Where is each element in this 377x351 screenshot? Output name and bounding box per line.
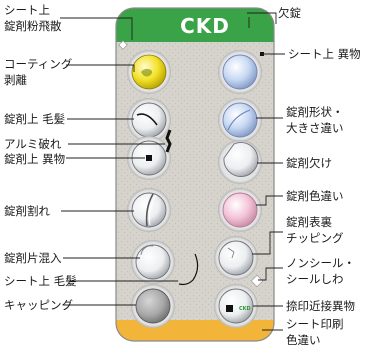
tablet-color-difference <box>218 188 262 232</box>
label-face-chipping-line2: チッピング <box>286 231 344 245</box>
label-sheet-print-line1: シート印刷 <box>286 317 344 331</box>
top-green-band <box>116 8 274 42</box>
tablet-blue-missing <box>218 50 262 94</box>
nonseal-wrinkle-mark <box>250 274 264 288</box>
tablet-chipping <box>218 140 262 184</box>
sheet-hair-mark <box>178 253 199 286</box>
label-nonseal-line2: シールしわ <box>286 272 344 286</box>
label-capping: キャッピング <box>4 298 73 312</box>
label-coating-peel-line1: コーティング <box>4 57 73 71</box>
label-coating-peel-line2: 剥離 <box>4 73 27 87</box>
tablet-capping <box>131 284 175 328</box>
label-tablet-foreign: 錠剤上 異物 <box>4 152 65 166</box>
label-sheet-foreign: シート上 異物 <box>288 47 361 61</box>
label-missing-tablet: 欠錠 <box>278 6 301 20</box>
tablet-print-foreign: CKD <box>214 284 258 328</box>
leader-lines <box>60 12 285 331</box>
tablet-coating-peel <box>127 50 171 94</box>
brand-logo: CKD <box>180 14 230 38</box>
label-sheet-dust-line1: シート上 <box>4 3 50 17</box>
label-shape-size-line2: 大きさ違い <box>286 121 344 135</box>
label-shape-size-line1: 錠剤形状・ <box>286 105 344 119</box>
svg-text:CKD: CKD <box>239 306 251 312</box>
label-color-difference: 錠剤色違い <box>286 189 344 203</box>
label-face-chipping-line1: 錠剤表裏 <box>286 215 332 229</box>
label-print-foreign: 捺印近接異物 <box>286 299 355 313</box>
labels-right: 欠錠 シート上 異物 錠剤形状・ 大きさ違い 錠剤欠け 錠剤色違い 錠剤表裏 チ… <box>278 6 361 347</box>
label-aluminum-tear: アルミ破れ <box>4 137 62 151</box>
tablet-foreign-matter <box>127 136 171 180</box>
label-tablet-hair: 錠剤上 毛髪 <box>4 112 65 126</box>
label-piece-mixing: 錠剤片混入 <box>4 251 62 265</box>
label-sheet-dust-line2: 錠剤粉飛散 <box>4 19 62 33</box>
label-sheet-hair: シート上 毛髪 <box>4 274 77 288</box>
sheet-dust-mark <box>118 40 128 50</box>
aluminum-tear-mark <box>165 129 172 153</box>
tablet-shape-size <box>218 98 262 142</box>
tablet-face-chipping <box>214 236 258 280</box>
tablet-crack <box>127 188 171 232</box>
label-chipping: 錠剤欠け <box>286 156 332 170</box>
label-sheet-print-line2: 色違い <box>286 333 321 347</box>
labels-left: シート上 錠剤粉飛散 コーティング 剥離 錠剤上 毛髪 アルミ破れ 錠剤上 異物… <box>4 3 77 312</box>
tablet-piece-mixing <box>131 240 175 284</box>
label-nonseal-line1: ノンシール・ <box>286 256 355 270</box>
tablet-hair <box>127 98 171 142</box>
label-tablet-crack: 錠剤割れ <box>4 204 50 218</box>
